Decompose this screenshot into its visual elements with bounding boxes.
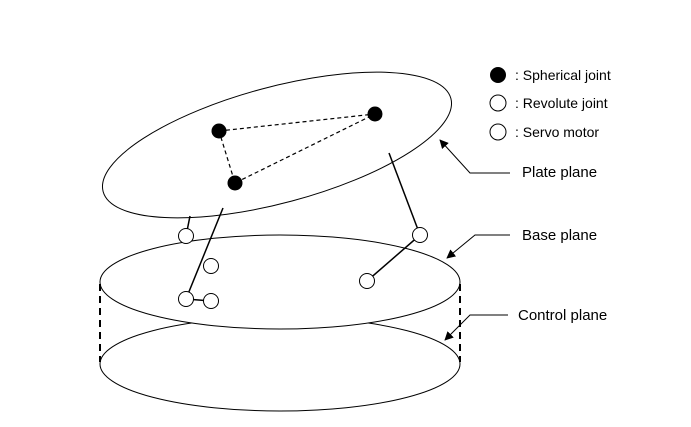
spherical-joint-triangle — [218, 113, 376, 184]
leg-left-long — [185, 207, 224, 300]
base-plane-leader — [446, 234, 510, 259]
revolute-joint — [178, 291, 194, 307]
revolute-joint — [178, 228, 194, 244]
servo-motor — [359, 273, 375, 289]
spherical-joint — [211, 123, 227, 139]
servo-motor — [203, 258, 219, 274]
base-plane-label: Base plane — [522, 227, 597, 244]
legend-servo-icon — [489, 123, 507, 141]
legend-revolute-icon — [489, 94, 507, 112]
plate-plane-label: Plate plane — [522, 164, 597, 181]
revolute-joint — [412, 227, 428, 243]
plate-plane-leader — [439, 139, 510, 174]
leg-right-lower — [366, 234, 421, 282]
control-plane-label: Control plane — [518, 307, 607, 324]
servo-motor — [203, 293, 219, 309]
spherical-joint — [227, 175, 243, 191]
legend-revolute-label: : Revolute joint — [515, 95, 608, 111]
control-plane-ellipse — [99, 316, 461, 412]
legend-spherical-label: : Spherical joint — [515, 67, 611, 83]
legend: : Spherical joint : Revolute joint : Ser… — [489, 67, 611, 141]
leg-right-upper — [388, 152, 421, 236]
legend-spherical-icon — [490, 67, 506, 83]
legend-servo-label: : Servo motor — [515, 124, 599, 140]
base-plane-ellipse — [99, 234, 461, 330]
control-plane-leader — [444, 314, 508, 341]
spherical-joint — [367, 106, 383, 122]
plate-plane-ellipse — [101, 71, 453, 219]
